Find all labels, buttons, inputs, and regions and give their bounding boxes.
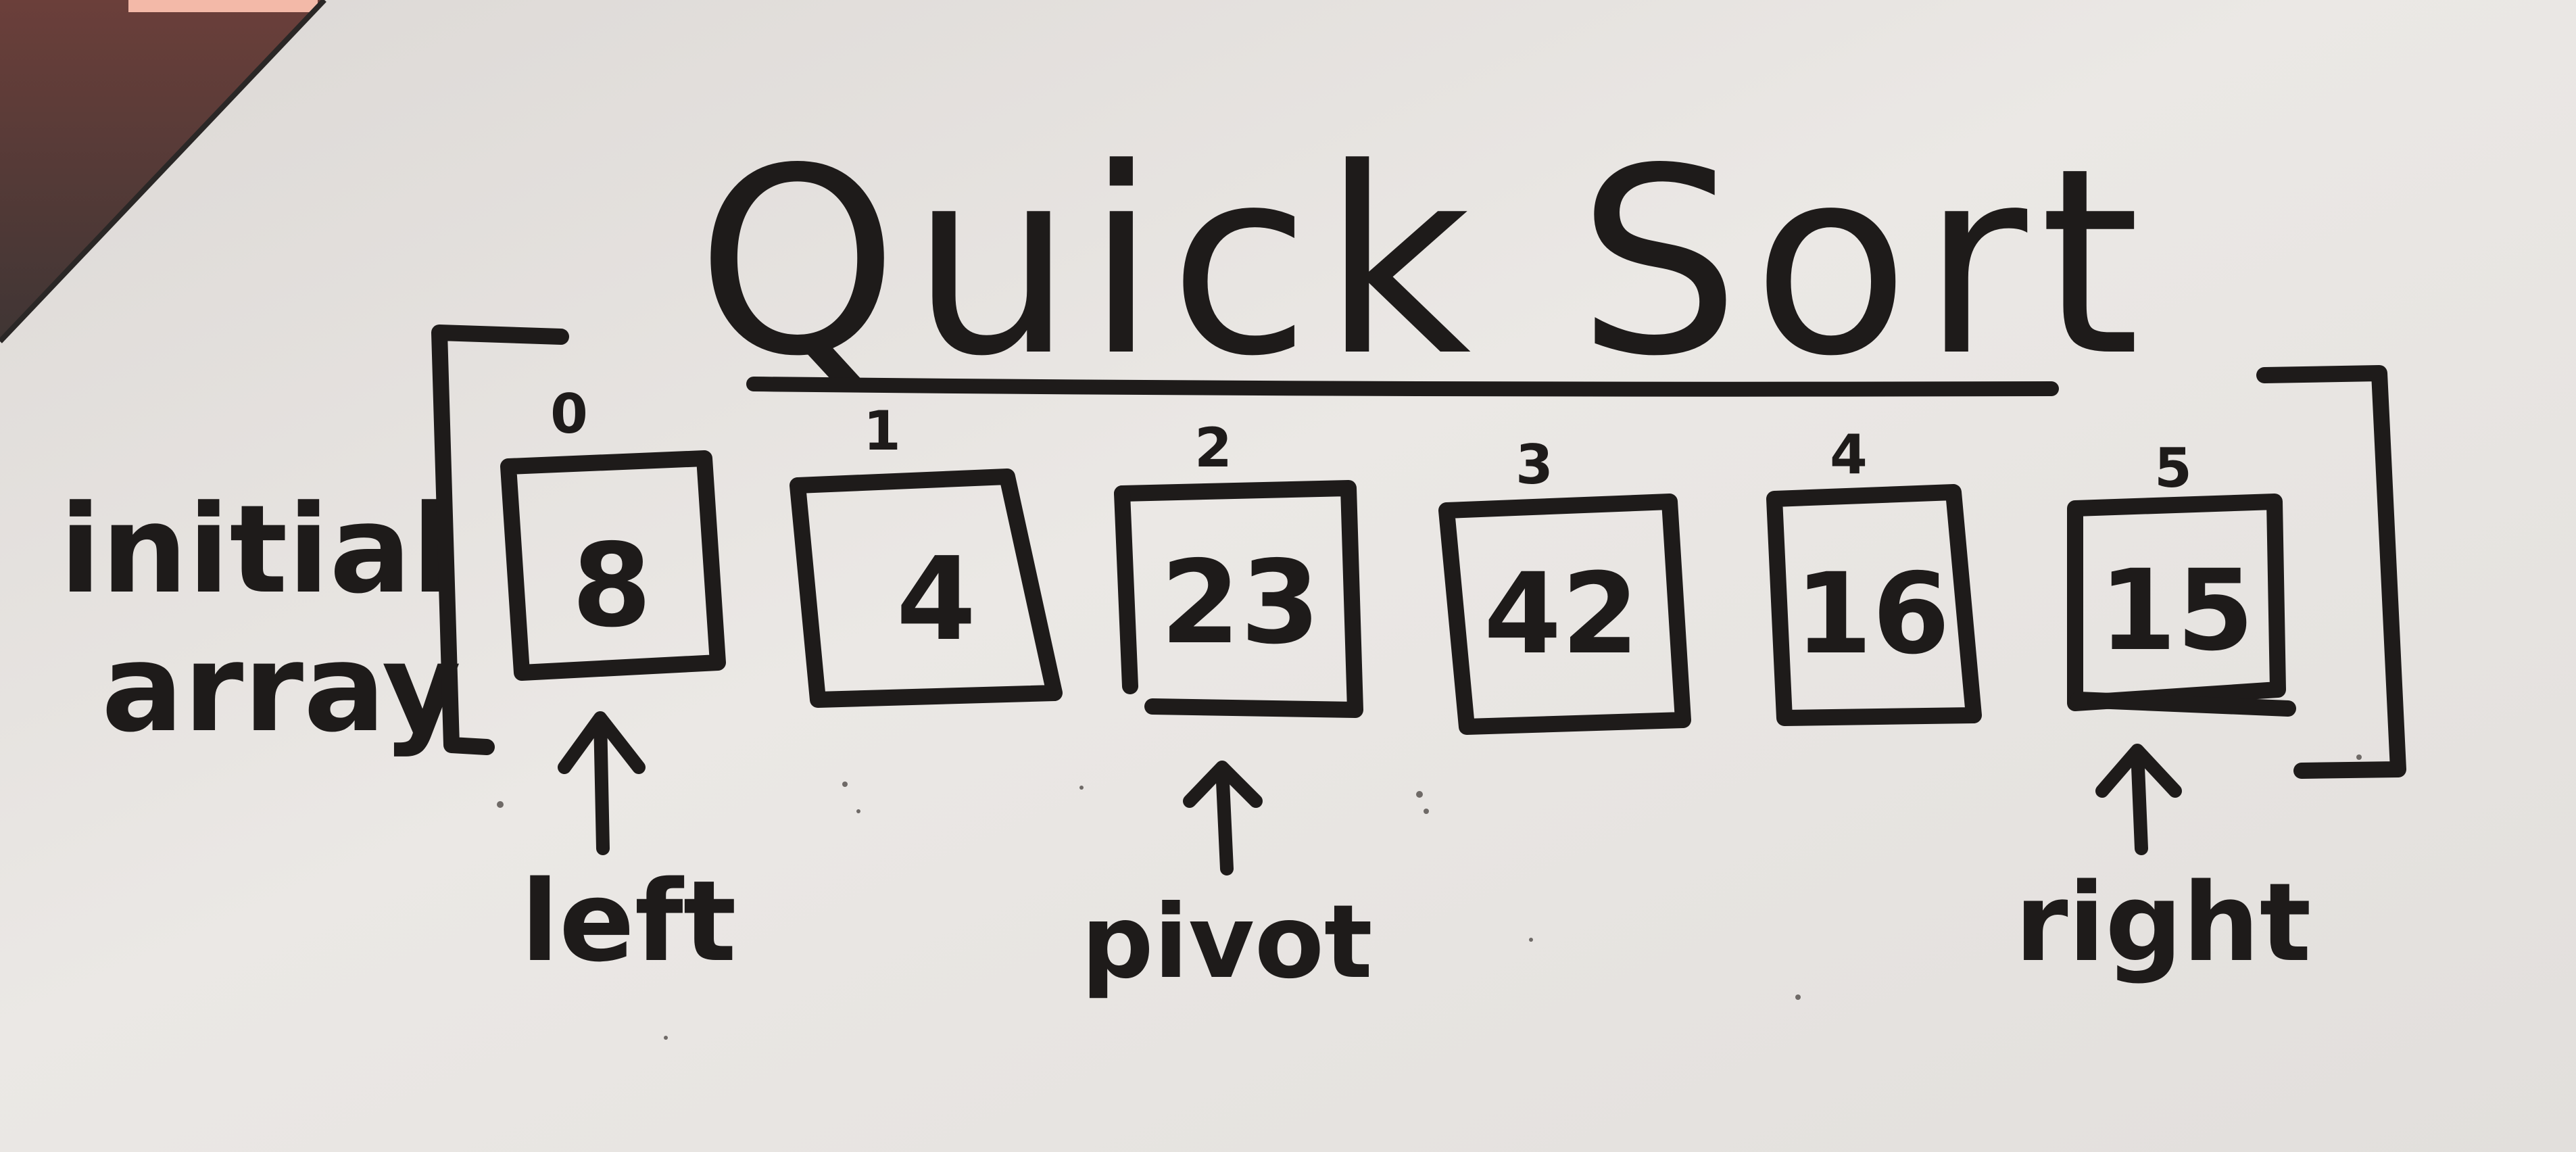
- array-left-bracket: [431, 325, 569, 755]
- board-edge: [0, 0, 326, 343]
- cell-box: [1438, 494, 1691, 735]
- array-cell: 2 23: [1114, 416, 1363, 718]
- right-pointer: right: [2015, 744, 2312, 986]
- left-label: left: [520, 857, 736, 986]
- cell-box: [789, 469, 1063, 708]
- arrow-up-icon: [2095, 744, 2182, 855]
- cell-box: [500, 450, 726, 681]
- array-cell: 4 16: [1766, 423, 1982, 726]
- array-label-line1: initial: [59, 479, 453, 621]
- left-pointer: left: [520, 711, 737, 986]
- marker-specks: [497, 754, 2362, 1040]
- cell-value: 15: [2099, 546, 2254, 675]
- array-label-line2: array: [101, 618, 461, 759]
- arrow-up-icon: [558, 711, 646, 855]
- cell-index: 5: [2154, 437, 2192, 500]
- array-cell: 5 15: [2067, 437, 2296, 717]
- cell-box: [1114, 480, 1363, 718]
- cell-box-left: [1114, 485, 1138, 694]
- title: Quick Sort: [696, 113, 2152, 412]
- cell-index: 3: [1515, 433, 1553, 496]
- cell-index: 0: [550, 383, 588, 446]
- arrow-up-icon: [1183, 761, 1263, 875]
- cell-value: 4: [896, 533, 976, 667]
- ceiling-light: [128, 0, 318, 12]
- cell-index: 4: [1830, 423, 1868, 486]
- cell-index: 1: [863, 400, 901, 462]
- cell-box: [1766, 484, 1982, 726]
- cell-value: 23: [1161, 536, 1321, 670]
- pivot-pointer: pivot: [1081, 761, 1373, 1001]
- cell-box-underline: [2070, 692, 2296, 717]
- array-cell: 0 8: [500, 383, 726, 681]
- array-cell: 1 4: [789, 400, 1063, 708]
- right-label: right: [2015, 859, 2312, 986]
- cell-index: 2: [1194, 416, 1232, 479]
- cell-value: 16: [1795, 549, 1950, 679]
- cell-value: 8: [572, 519, 652, 653]
- cell-value: 42: [1484, 549, 1639, 679]
- array-cell: 3 42: [1438, 433, 1691, 735]
- title-underline: [746, 377, 2059, 397]
- pivot-label: pivot: [1081, 884, 1372, 1001]
- array-right-bracket: [2256, 365, 2406, 779]
- cell-box: [2067, 494, 2286, 711]
